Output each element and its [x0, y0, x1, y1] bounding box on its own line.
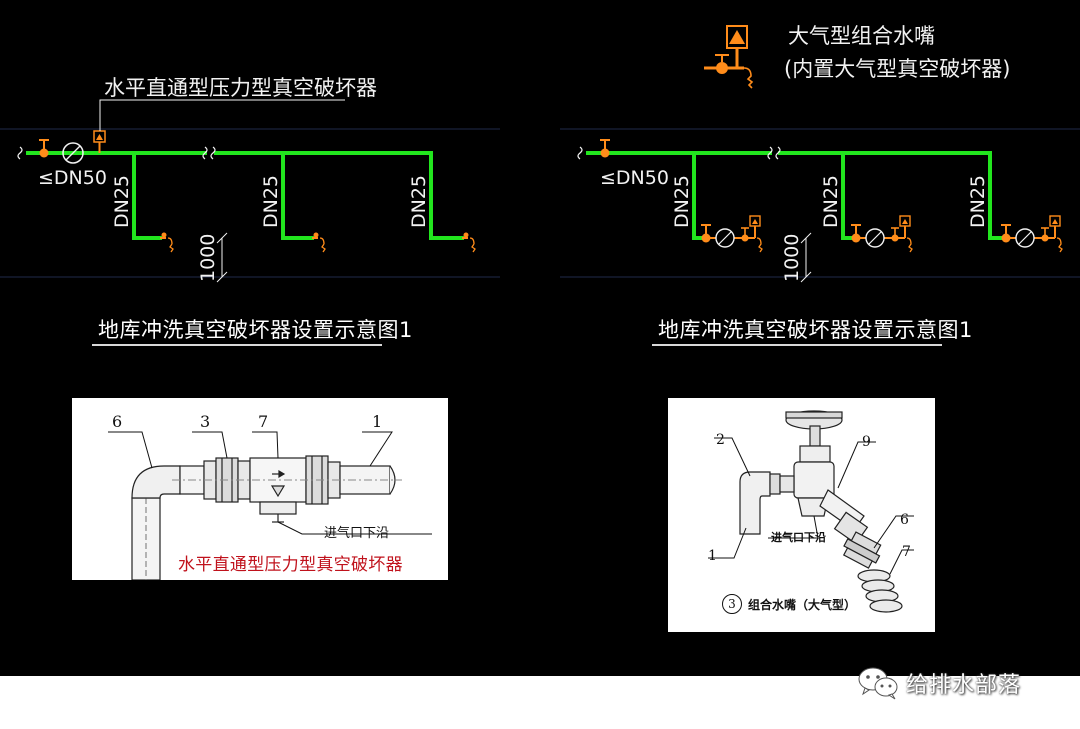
right-callout-2: 2 [716, 432, 725, 448]
right-pipe-system [577, 139, 1063, 283]
right-detail-figure: 2 9 1 6 7 进气口下沿 3 组合水嘴（大气型） [668, 398, 935, 632]
figure-number-badge: 3 [722, 594, 742, 614]
gate-valve-icon [600, 148, 610, 158]
left-callout-3: 3 [200, 412, 211, 431]
branch-assembly-1 [701, 215, 763, 253]
left-red-caption: 水平直通型压力型真空破坏器 [178, 555, 403, 575]
gate-valve-icon [39, 148, 49, 158]
left-branch-dn-3: DN25 [408, 175, 430, 228]
left-pipe-system [17, 99, 476, 283]
pressure-gauge-icon [62, 142, 84, 164]
legend-label: 大气型组合水嘴 [788, 24, 935, 48]
right-caption-title: 地库冲洗真空破坏器设置示意图1 [658, 318, 973, 342]
cad-canvas: 水平直通型压力型真空破坏器 ≤DN50 DN25 DN25 DN25 1000 … [0, 0, 1080, 676]
left-caption-underline [92, 344, 382, 346]
left-callout-6: 6 [112, 412, 123, 431]
right-callout-1: 1 [708, 548, 717, 564]
left-caption-title: 地库冲洗真空破坏器设置示意图1 [98, 318, 413, 342]
right-caption-underline [652, 344, 942, 346]
watermark-text: 给排水部落 [906, 673, 1022, 698]
grid-lines [0, 128, 1080, 278]
hose-bibb-icon [160, 232, 476, 253]
right-branch-dn-2: DN25 [820, 175, 842, 228]
breaker-assembly-drawing [108, 431, 432, 580]
height-dimension-line [216, 232, 228, 283]
left-callout-7: 7 [258, 412, 269, 431]
left-height-dim-label: 1000 [197, 234, 219, 282]
right-callout-6: 6 [900, 512, 909, 528]
height-dimension-line [800, 232, 812, 283]
branch-assembly-2 [851, 215, 913, 253]
vacuum-breaker-icon [93, 130, 106, 153]
left-main-dn-label: ≤DN50 [38, 167, 107, 189]
left-callout-1: 1 [372, 412, 383, 431]
wechat-icon [858, 667, 898, 700]
left-detail-figure: 6 3 7 1 进气口下沿 水平直通型压力型真空破坏器 [72, 398, 448, 580]
faucet-assembly-drawing [708, 410, 914, 613]
right-figure-caption: 组合水嘴（大气型） [748, 598, 857, 612]
left-breaker-label: 水平直通型压力型真空破坏器 [104, 76, 377, 100]
legend-sublabel: (内置大气型真空破坏器) [784, 57, 1010, 81]
right-branch-dn-3: DN25 [967, 175, 989, 228]
right-callout-9: 9 [862, 434, 871, 450]
cad-drawing: 水平直通型压力型真空破坏器 ≤DN50 DN25 DN25 DN25 1000 … [0, 24, 1080, 283]
left-branch-dn-1: DN25 [111, 175, 133, 228]
right-branch-dn-1: DN25 [671, 175, 693, 228]
right-inlet-label: 进气口下沿 [771, 531, 826, 544]
right-main-dn-label: ≤DN50 [600, 167, 669, 189]
right-height-dim-label: 1000 [781, 234, 803, 282]
right-callout-7: 7 [902, 544, 911, 560]
left-branch-dn-2: DN25 [260, 175, 282, 228]
branch-assembly-3 [1001, 215, 1063, 253]
left-inlet-label: 进气口下沿 [324, 526, 390, 541]
combination-faucet-legend-icon [704, 25, 754, 89]
watermark: 给排水部落 [856, 665, 1021, 701]
